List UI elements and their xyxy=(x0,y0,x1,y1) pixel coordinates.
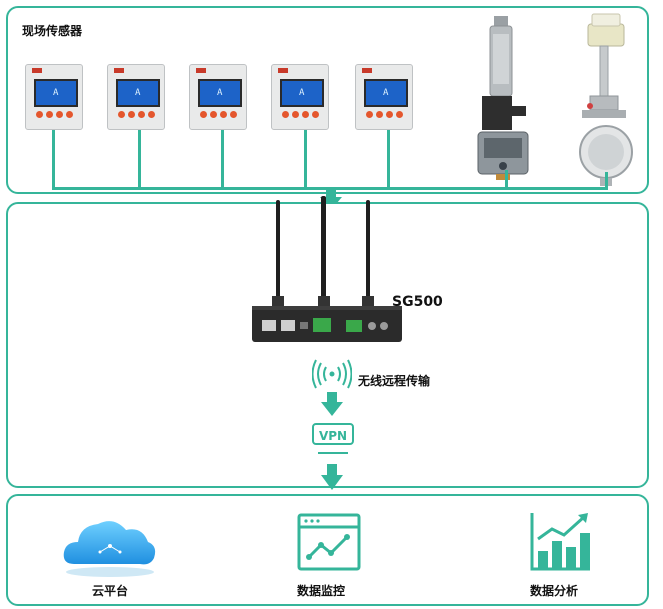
router-icon xyxy=(252,196,402,342)
pressure-transmitter-icon xyxy=(477,16,529,180)
power-meter-1: A 0.000 xyxy=(25,64,83,130)
vpn-label: VPN xyxy=(318,429,348,443)
meter-5-connector xyxy=(387,130,390,188)
meter-display: A 0.000 xyxy=(364,79,408,122)
meter-3-connector xyxy=(221,130,224,188)
down-arrow-icon xyxy=(321,392,343,416)
flow-connector xyxy=(605,172,608,188)
platform-item-label: 云平台 xyxy=(92,584,129,598)
power-meter-2: A 0.000 xyxy=(107,64,165,130)
platform-item-label: 数据监控 xyxy=(297,584,346,598)
wireless-signal-icon xyxy=(312,359,352,389)
meter-display: A 0.000 xyxy=(280,79,324,122)
meter-display: A 0.000 xyxy=(198,79,242,122)
vpn-underline xyxy=(318,452,348,454)
meter-display: A 0.000 xyxy=(34,79,78,122)
flow-meter-icon xyxy=(579,13,633,186)
power-meter-5: A 0.000 xyxy=(355,64,413,130)
meter-2-connector xyxy=(138,130,141,188)
monitor-chart-icon xyxy=(297,513,361,571)
meter-display: A 0.000 xyxy=(116,79,160,122)
meter-1-connector xyxy=(52,130,55,188)
transmission-label: 无线远程传输 xyxy=(358,374,431,388)
bar-chart-icon xyxy=(530,513,590,571)
platform-item-label: 数据分析 xyxy=(530,584,579,598)
meter-4-connector xyxy=(304,130,307,188)
power-meter-4: A 0.000 xyxy=(271,64,329,130)
down-arrow-icon xyxy=(321,464,343,490)
device-name: SG500 xyxy=(392,294,443,310)
pressure-connector xyxy=(505,170,508,188)
vpn-badge: VPN xyxy=(312,423,354,445)
cloud-icon xyxy=(63,521,156,577)
sensors-title: 现场传感器 xyxy=(22,24,83,38)
gateway-panel xyxy=(6,202,649,488)
power-meter-3: A 0.000 xyxy=(189,64,247,130)
